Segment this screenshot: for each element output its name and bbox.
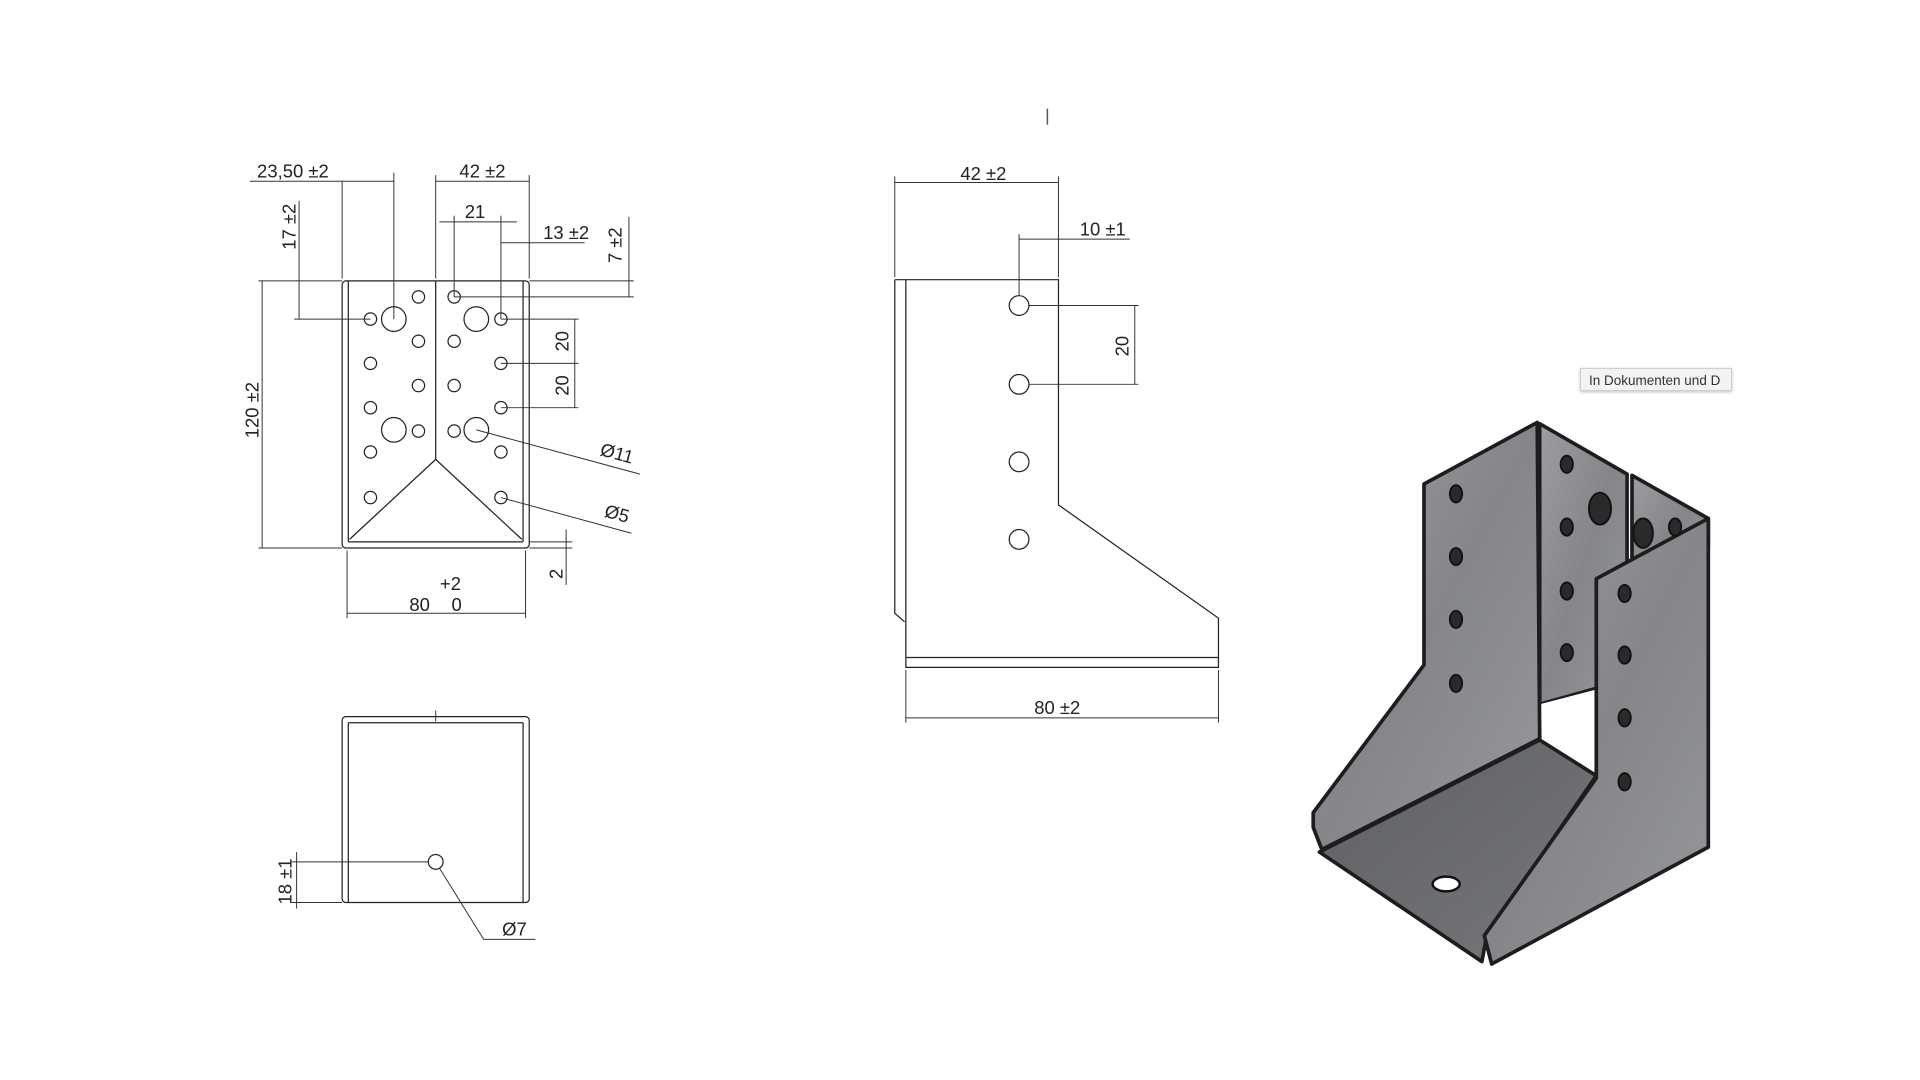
dim-width-top: 42 ±2 bbox=[459, 161, 505, 182]
side-view: 42 ±2 10 ±1 20 80 ±2 bbox=[894, 108, 1220, 723]
dim-pitch: 20 bbox=[1112, 336, 1133, 357]
dim-pitch-2: 20 bbox=[552, 375, 573, 396]
dim-offset-left: 23,50 ±2 bbox=[257, 161, 329, 182]
dim-pitch-1: 20 bbox=[552, 331, 573, 352]
side-holes bbox=[1008, 295, 1030, 550]
dim-width-upper-tol: +2 bbox=[440, 573, 461, 594]
front-holes bbox=[363, 290, 508, 505]
bottom-outline bbox=[341, 716, 530, 904]
dim-top-width: 42 ±2 bbox=[960, 163, 1006, 184]
tooltip: In Dokumenten und D bbox=[1580, 368, 1732, 391]
render-holes bbox=[1431, 454, 1683, 893]
dim-base-width: 80 ±2 bbox=[1034, 697, 1080, 718]
bracket-3d-render bbox=[1311, 420, 1711, 966]
front-dimension-lines bbox=[249, 172, 641, 619]
bottom-hole bbox=[427, 853, 444, 870]
left-side-plate bbox=[1311, 420, 1542, 852]
dim-thickness: 2 bbox=[545, 569, 566, 579]
dim-edge-right: 13 ±2 bbox=[543, 222, 589, 243]
dim-height: 120 ±2 bbox=[241, 382, 262, 438]
dim-width-nominal: 80 bbox=[409, 594, 430, 615]
v-fold-line bbox=[349, 458, 523, 540]
dim-large-hole: Ø11 bbox=[598, 439, 636, 468]
right-side-plate bbox=[1482, 516, 1711, 966]
side-outline bbox=[894, 279, 1220, 668]
dim-top-left: 17 ±2 bbox=[278, 204, 299, 250]
bottom-view: 18 ±1 Ø7 bbox=[275, 710, 536, 940]
dim-hole-offset: 18 ±1 bbox=[275, 859, 296, 905]
dim-hole-diameter: Ø7 bbox=[502, 919, 527, 940]
dim-top-right: 7 ±2 bbox=[605, 227, 626, 263]
dim-hole-edge: 10 ±1 bbox=[1080, 218, 1126, 239]
dim-hole-spacing: 21 bbox=[465, 201, 486, 222]
front-view: 23,50 ±2 42 ±2 21 13 ±2 7 ±2 17 ±2 120 ±… bbox=[241, 161, 641, 619]
dim-width-lower-tol: 0 bbox=[451, 594, 461, 615]
dim-small-hole: Ø5 bbox=[602, 500, 631, 527]
front-outline bbox=[341, 280, 530, 549]
